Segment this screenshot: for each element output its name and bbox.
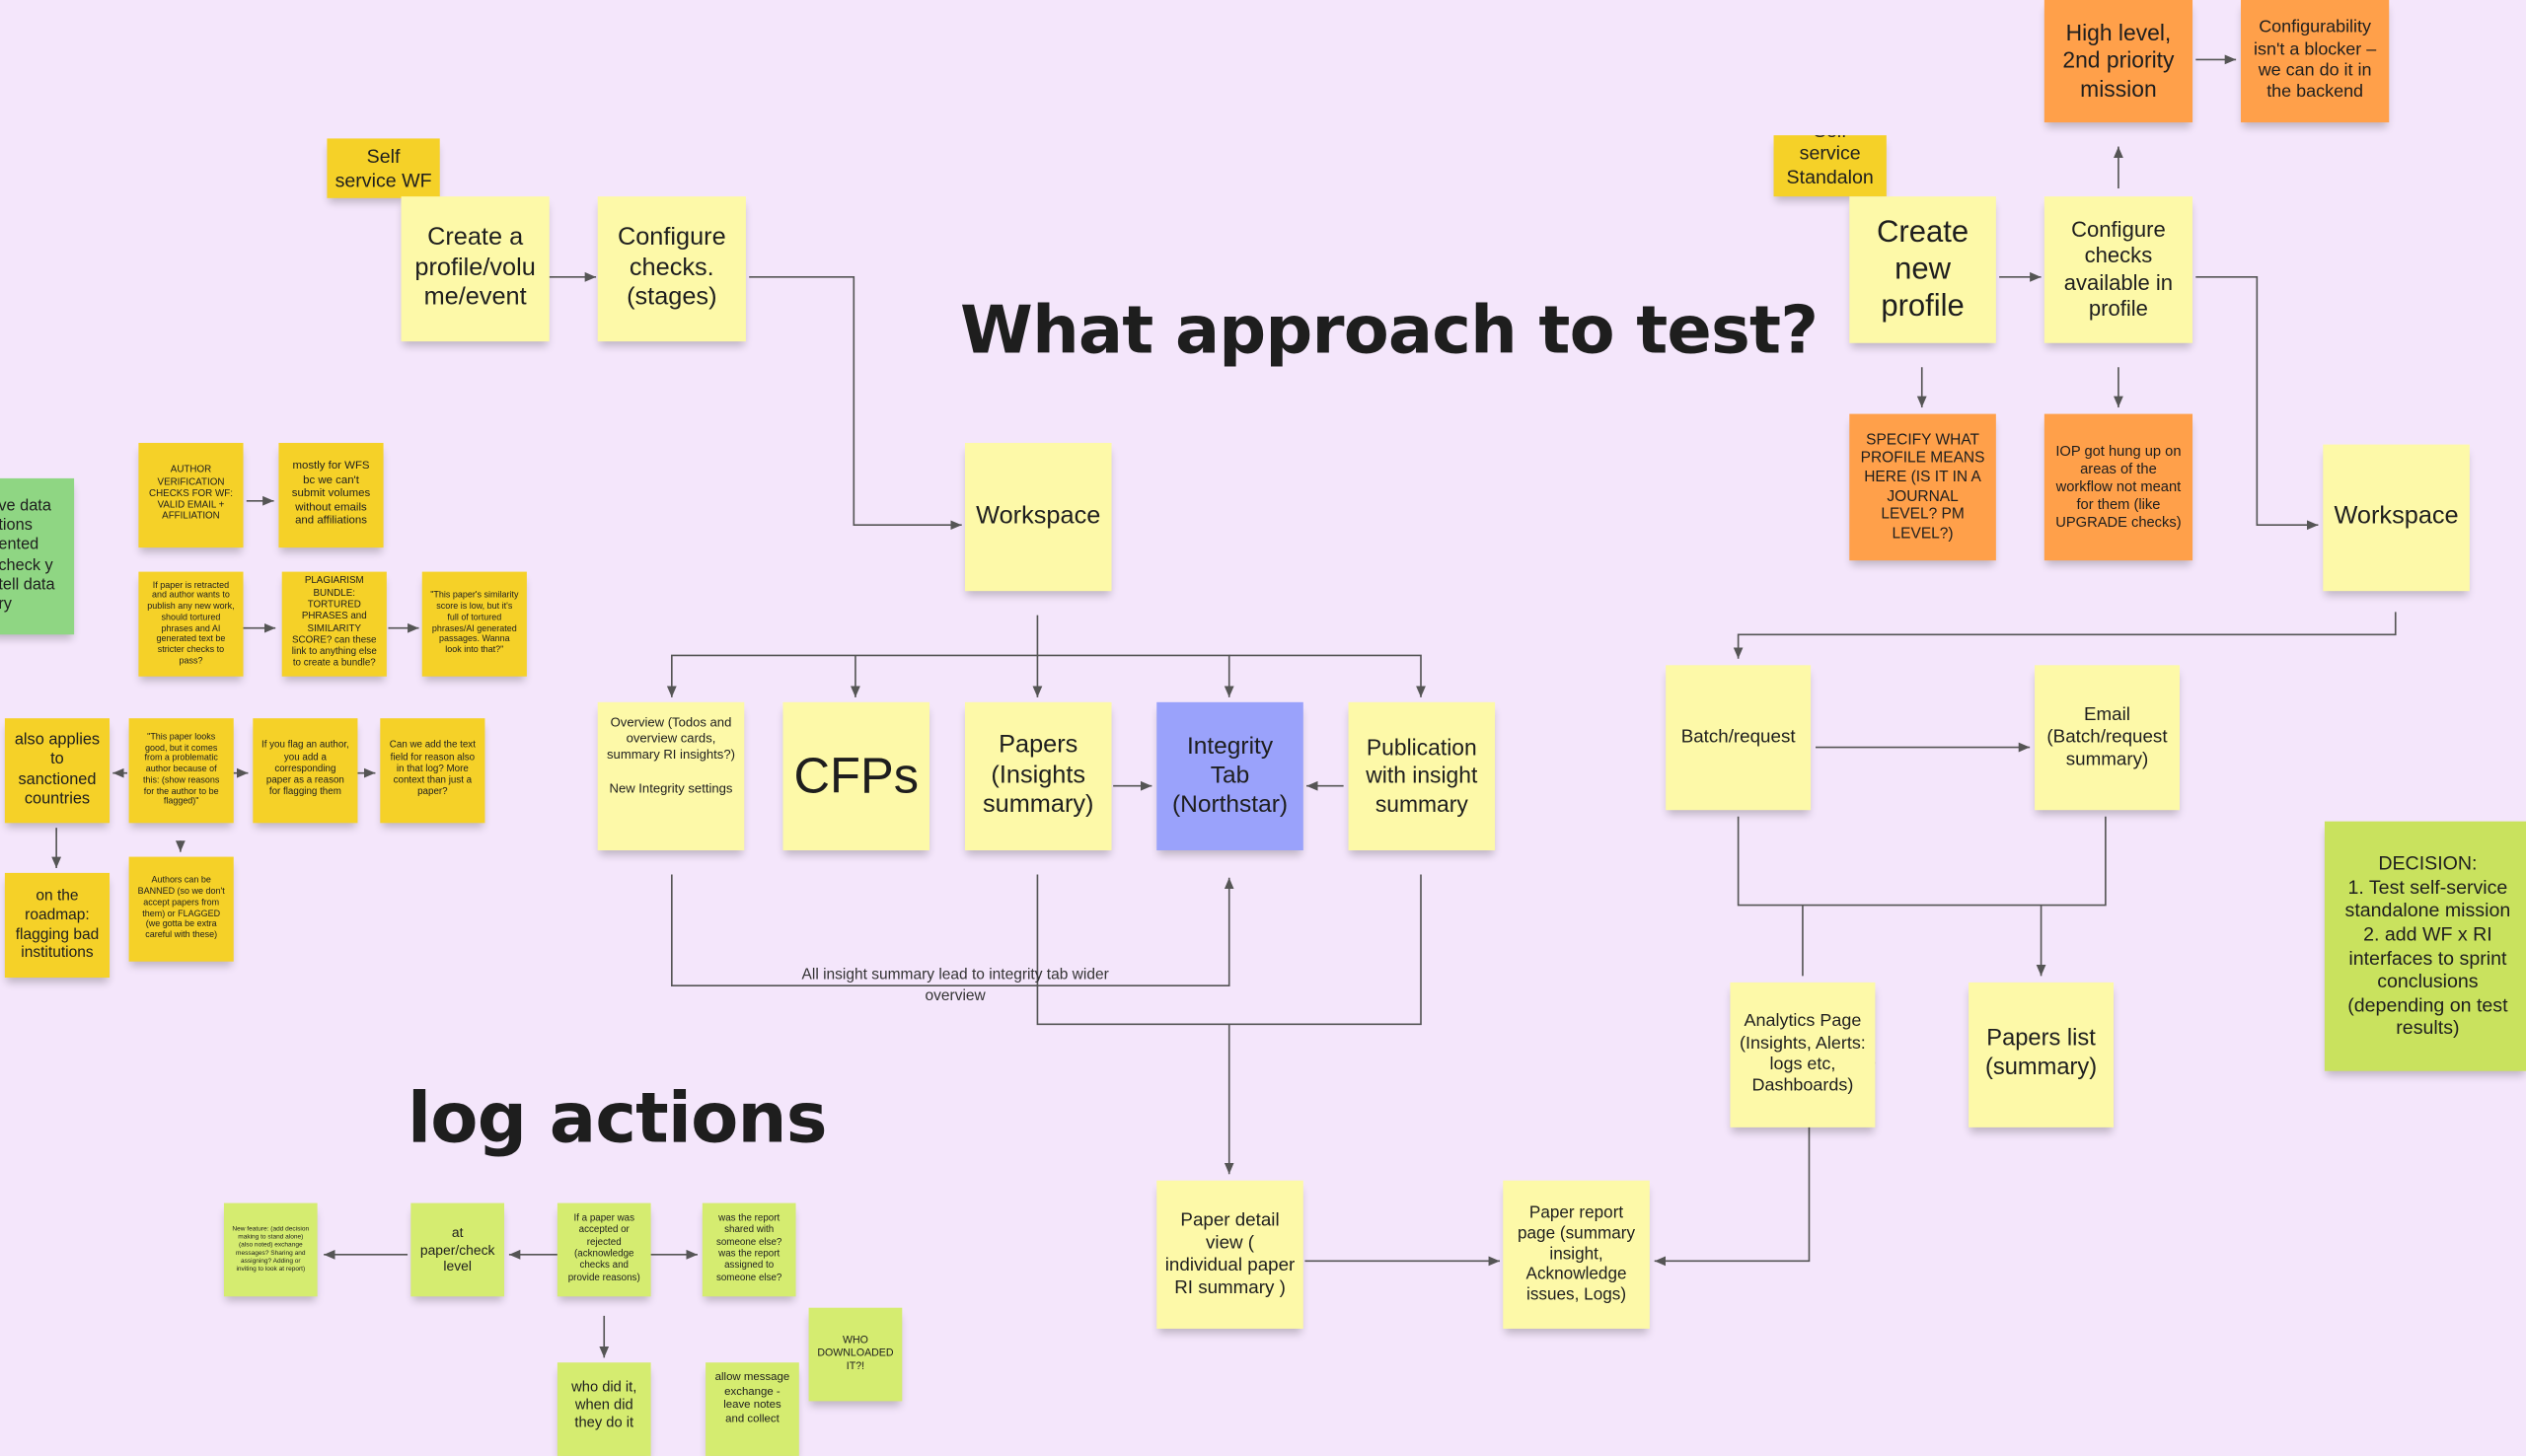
integrity-tab-note[interactable]: Integrity Tab (Northstar)	[1156, 701, 1303, 851]
papers-insights-note[interactable]: Papers (Insights summary)	[964, 701, 1112, 851]
flag-author-note[interactable]: If you flag an author, you add a corresp…	[253, 718, 358, 824]
self-service-standalone-tag[interactable]: Self service Standalone	[1773, 135, 1887, 197]
overview-note-text: Overview (Todos and overview cards, summ…	[607, 714, 735, 762]
connector-configure-to-workspace	[749, 275, 962, 531]
author-verification-note[interactable]: AUTHOR VERIFICATION CHECKS FOR WF: VALID…	[138, 442, 244, 548]
configure-checks-note[interactable]: Configure checks. (stages)	[597, 196, 746, 342]
message-exchange-note[interactable]: allow message exchange - leave notes and…	[706, 1362, 799, 1456]
publication-insight-note[interactable]: Publication with insight summary	[1348, 701, 1496, 851]
paper-check-level-note[interactable]: at paper/check level	[410, 1202, 505, 1297]
board-title: What approach to test?	[960, 291, 1819, 369]
configure-checks-profile-note[interactable]: Configure checks available in profile	[2043, 196, 2193, 343]
overview-note[interactable]: Overview (Todos and overview cards, summ…	[597, 701, 745, 851]
banned-flagged-note[interactable]: Authors can be BANNED (so we don't accep…	[128, 856, 234, 962]
insight-summary-caption: All insight summary lead to integrity ta…	[801, 966, 1109, 1005]
plagiarism-bundle-note[interactable]: PLAGIARISM BUNDLE: TORTURED PHRASES and …	[281, 571, 387, 677]
mostly-wfs-note[interactable]: mostly for WFS bc we can't submit volume…	[278, 442, 384, 548]
workspace-right-note[interactable]: Workspace	[2323, 444, 2470, 592]
paper-detail-note[interactable]: Paper detail view ( individual paper RI …	[1156, 1180, 1303, 1329]
specify-profile-note[interactable]: SPECIFY WHAT PROFILE MEANS HERE (IS IT I…	[1849, 413, 1996, 561]
integrity-settings-text: New Integrity settings	[609, 781, 733, 796]
self-service-wf-tag[interactable]: Self service WF	[327, 138, 440, 198]
create-profile-note[interactable]: Create a profile/volume/event	[401, 196, 550, 342]
paper-report-note[interactable]: Paper report page (summary insight, Ackn…	[1503, 1180, 1650, 1329]
email-summary-note[interactable]: Email (Batch/request summary)	[2035, 665, 2180, 811]
connector-workspace-to-integrity	[1037, 654, 1234, 697]
partial-green-note[interactable]: ve data tions ented check y tell data ry	[0, 477, 75, 635]
report-shared-note[interactable]: was the report shared with someone else?…	[702, 1202, 796, 1297]
text-field-reason-note[interactable]: Can we add the text field for reason als…	[380, 718, 485, 824]
retracted-paper-note[interactable]: If paper is retracted and author wants t…	[138, 571, 244, 677]
workspace-note[interactable]: Workspace	[964, 442, 1112, 592]
connector-batch-to-analytics	[1737, 816, 2107, 977]
connector-configure-to-workspace-right	[2195, 275, 2319, 531]
connector-workspace-to-publication	[1228, 654, 1426, 697]
connector-overview-to-integrity	[670, 874, 1234, 986]
similarity-quote-note[interactable]: "This paper's similarity score is low, b…	[421, 571, 527, 677]
cfps-note[interactable]: CFPs	[782, 701, 930, 851]
batch-request-note[interactable]: Batch/request	[1666, 665, 1812, 811]
sanctioned-countries-note[interactable]: also applies to sanctioned countries	[4, 718, 111, 824]
roadmap-institutions-note[interactable]: on the roadmap: flagging bad institution…	[4, 872, 111, 979]
who-downloaded-note[interactable]: WHO DOWNLOADED IT?!	[808, 1307, 903, 1402]
create-new-profile-note[interactable]: Create new profile	[1849, 196, 1996, 343]
analytics-page-note[interactable]: Analytics Page (Insights, Alerts: logs e…	[1730, 982, 1876, 1128]
problematic-author-note[interactable]: "This paper looks good, but it comes fro…	[128, 718, 234, 824]
configurability-note[interactable]: Configurability isn't a blocker – we can…	[2241, 0, 2390, 123]
new-feature-note[interactable]: New feature: (add decision making to sta…	[223, 1202, 318, 1297]
connector-papers-to-detail	[1036, 874, 1422, 1175]
high-level-mission-note[interactable]: High level, 2nd priority mission	[2043, 0, 2193, 123]
papers-list-note[interactable]: Papers list (summary)	[1969, 982, 2115, 1128]
decision-note[interactable]: DECISION: 1. Test self-service standalon…	[2324, 821, 2526, 1071]
iop-workflow-note[interactable]: IOP got hung up on areas of the workflow…	[2043, 413, 2193, 561]
who-did-it-note[interactable]: who did it, when did they do it	[557, 1362, 651, 1456]
connector-workspace-to-batch	[1733, 612, 2397, 659]
log-actions-heading: log actions	[408, 1078, 827, 1160]
accepted-rejected-note[interactable]: If a paper was accepted or rejected (ack…	[557, 1202, 651, 1297]
